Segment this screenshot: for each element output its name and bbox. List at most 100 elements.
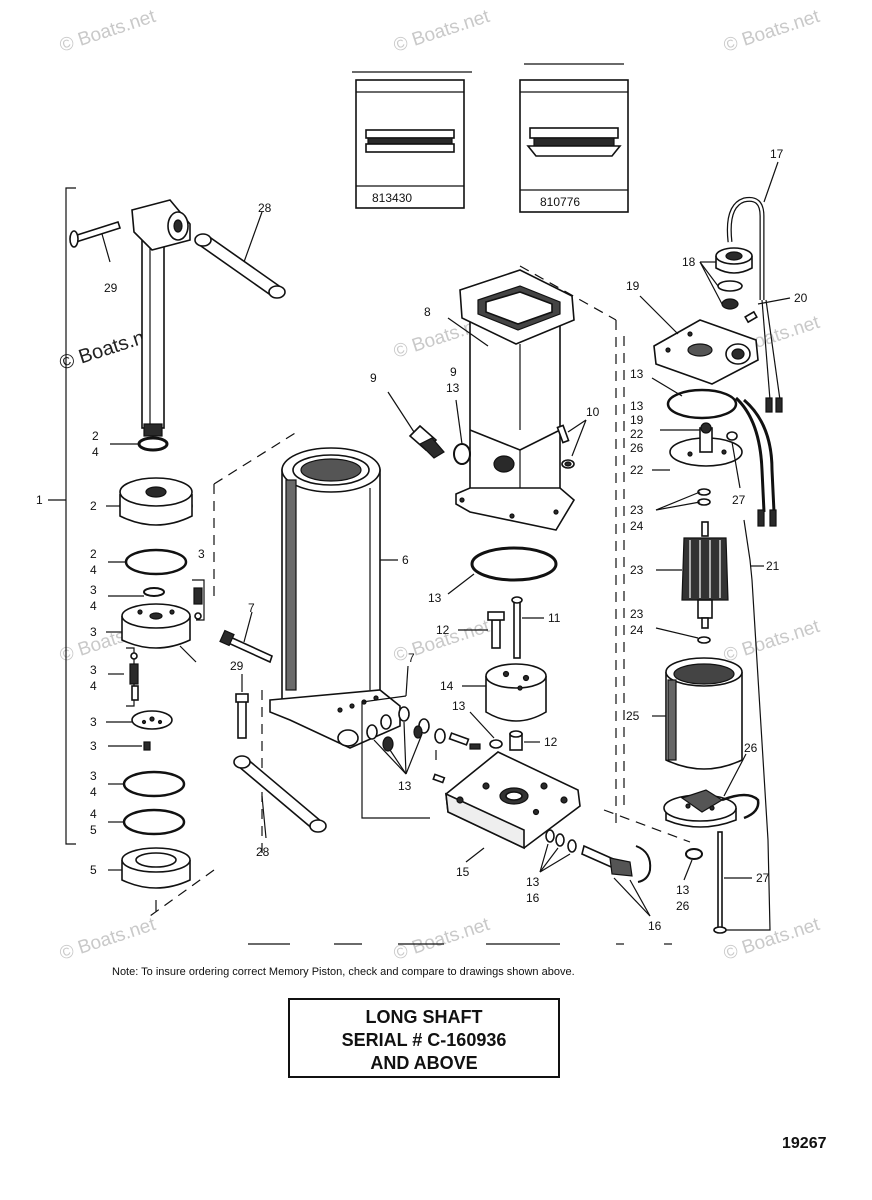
callout-13: 13 (526, 875, 540, 889)
pump-reservoir: 8 (424, 269, 576, 531)
callout-13: 13 (398, 779, 412, 793)
pin-12: 12 (509, 730, 558, 751)
tilt-ram-rod (131, 199, 191, 437)
pivot-shaft-28-top: 28 (194, 201, 286, 299)
callout-6: 6 (402, 553, 409, 567)
callout-12: 12 (544, 735, 558, 749)
screw: 3 (90, 739, 151, 753)
callout-3: 3 (90, 663, 97, 677)
brush-holder-26: 26 (663, 741, 760, 828)
callout-2: 2 (90, 499, 97, 513)
callout-4: 4 (90, 785, 97, 799)
bottom-cap: 5 (90, 847, 191, 912)
callout-3: 3 (90, 583, 97, 597)
callout-4: 4 (90, 807, 97, 821)
callout-5: 5 (90, 863, 97, 877)
watermark: © Boats.net (721, 914, 823, 965)
callout-28: 28 (256, 845, 270, 859)
watermark: © Boats.net (57, 6, 159, 57)
callout-13: 13 (630, 399, 644, 413)
callout-23: 23 (630, 503, 644, 517)
valve-bracket: 3 (192, 547, 205, 621)
o-ring-large: 2 4 (90, 547, 188, 577)
motor-end-cap: 19 (626, 279, 759, 385)
pump-seal-13: 13 (452, 699, 503, 749)
grommet-18: 18 (682, 247, 753, 310)
o-ring-3-4: 3 4 (90, 769, 186, 799)
fill-plug: 9 (370, 371, 445, 459)
callout-15: 15 (456, 865, 470, 879)
callout-4: 4 (92, 445, 99, 459)
reference-box-813430: 813430 (352, 71, 472, 209)
callout-19: 19 (626, 279, 640, 293)
callout-24: 24 (630, 623, 644, 637)
washer-13-26: 13 26 (676, 848, 703, 913)
o-ring-4-5: 4 5 (90, 807, 186, 837)
fill-plug-o-ring: 9 13 (446, 365, 471, 465)
reference-box-810776: 810776 (519, 63, 629, 213)
callout-18: 18 (682, 255, 696, 269)
callout-10: 10 (586, 405, 600, 419)
memory-piston: 3 (90, 603, 197, 663)
callout-3: 3 (90, 625, 97, 639)
callout-4: 4 (90, 563, 97, 577)
manual-release-valve: 16 (581, 844, 662, 933)
screw-20: 20 (744, 291, 808, 324)
dashed-envelope-center (435, 265, 617, 830)
dashed-envelope-right (603, 336, 691, 843)
callout-26: 26 (676, 899, 690, 913)
callout-16: 16 (526, 891, 540, 905)
callout-26: 26 (744, 741, 758, 755)
shaft-line-3: AND ABOVE (370, 1053, 478, 1073)
pivot-pin-29: 29 (69, 220, 122, 295)
callout-27: 27 (732, 493, 746, 507)
thrust-washers: 23 24 (630, 488, 711, 533)
pivot-shaft-28-bottom: 28 (233, 755, 327, 859)
check-valve: 3 4 (90, 647, 139, 707)
group-bracket-1: 1 (36, 187, 76, 845)
through-bolt: 7 (219, 601, 273, 664)
reservoir-o-ring: 13 (428, 546, 558, 605)
callout-12: 12 (436, 623, 450, 637)
callout-13: 13 (630, 367, 644, 381)
valve-seals: 13 16 (526, 829, 577, 905)
part-number-label: 810776 (540, 195, 580, 209)
callout-20: 20 (794, 291, 808, 305)
pivot-bolt-29: 29 (230, 659, 249, 739)
shaft-info-box: LONG SHAFT SERIAL # C-160936 AND ABOVE (288, 998, 560, 1078)
callout-25: 25 (626, 709, 640, 723)
callout-24: 24 (630, 519, 644, 533)
disc-plate: 3 (90, 710, 173, 730)
small-o-ring: 3 4 (90, 583, 165, 613)
callout-4: 4 (90, 679, 97, 693)
long-screw-11: 11 (511, 596, 561, 659)
end-cap: 2 (90, 477, 193, 526)
callout-3: 3 (90, 769, 97, 783)
callout-5: 5 (90, 823, 97, 837)
watermark: © Boats.net (391, 914, 493, 965)
callout-16: 16 (648, 919, 662, 933)
callout-3: 3 (198, 547, 205, 561)
callout-26: 26 (630, 441, 644, 455)
callout-7: 7 (408, 651, 415, 665)
callout-19: 19 (630, 413, 644, 427)
callout-23: 23 (630, 607, 644, 621)
watermark: © Boats.net (721, 616, 823, 667)
mounting-screws: 10 (556, 405, 600, 469)
callout-11: 11 (548, 611, 561, 625)
callout-17: 17 (770, 147, 784, 161)
pump-assembly: 14 (440, 663, 547, 722)
part-number-label: 813430 (372, 191, 412, 205)
callout-29: 29 (230, 659, 244, 673)
callout-7: 7 (248, 601, 255, 615)
motor-frame-25: 25 (626, 657, 743, 770)
callout-1: 1 (36, 493, 43, 507)
trim-cylinder: 6 (269, 447, 409, 749)
callout-22: 22 (630, 463, 644, 477)
callout-13: 13 (452, 699, 466, 713)
callout-8: 8 (424, 305, 431, 319)
callout-2: 2 (92, 429, 99, 443)
motor-lead-wires (734, 396, 777, 527)
armature-23: 23 (630, 521, 729, 629)
